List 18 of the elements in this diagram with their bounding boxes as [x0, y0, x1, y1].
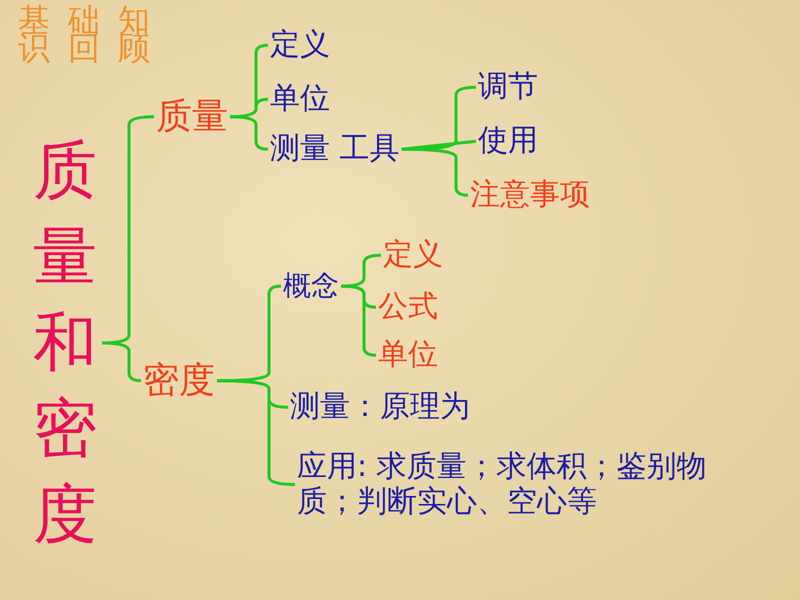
topic-label: 单位 — [270, 82, 330, 116]
topic-label: 调节 — [478, 70, 538, 104]
topic-label: 测量：原理为 — [290, 390, 470, 424]
brace-connector — [401, 140, 476, 151]
topic-label: 单位 — [378, 338, 438, 372]
topic-label: 注意事项 — [470, 178, 590, 212]
topic-label: 概念 — [283, 270, 339, 302]
topic-heading: 质量和密度 — [30, 128, 100, 558]
topic-label: 测量 工具 — [270, 132, 400, 166]
topic-label: 定义 — [270, 28, 330, 62]
topic-label: 公式 — [378, 290, 438, 324]
topic-label: 密度 — [143, 360, 215, 402]
topic-label: 定义 — [383, 238, 443, 272]
topic-label: 质量 — [156, 96, 228, 138]
slide-title: 基础知识回顾 — [18, 6, 169, 62]
topic-label: 使用 — [478, 124, 538, 158]
brace-connector — [217, 379, 296, 486]
topic-label: 应用: 求质量；求体积；鉴别物质；判断实心、空心等 — [297, 450, 742, 519]
